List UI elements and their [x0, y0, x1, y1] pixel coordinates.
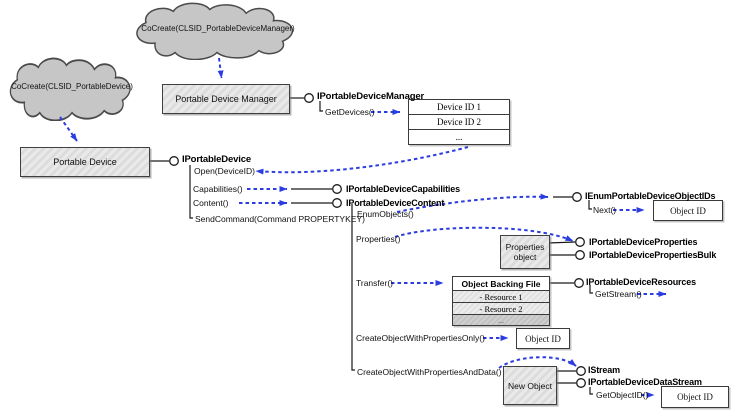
bracket-content-methods: [351, 204, 355, 371]
method-next: Next(): [593, 205, 617, 215]
device-id-row: Device ID 1: [409, 100, 509, 115]
arrow-cloud-to-manager: [217, 57, 224, 79]
device-id-list: Device ID 1 Device ID 2 ...: [408, 99, 510, 145]
method-sendcommand: SendCommand(Command PROPERTYKEY): [195, 214, 365, 224]
interface-iportabledevicedatastream: IPortableDeviceDataStream: [588, 377, 702, 387]
interface-istream: IStream: [588, 365, 620, 375]
lollipop-properties: [575, 237, 585, 247]
interface-iportabledevicepropertiesbulk: IPortableDevicePropertiesBulk: [589, 250, 717, 260]
bracket-datastream-methods: [589, 387, 593, 395]
method-enumobjects: EnumObjects(): [357, 209, 414, 219]
new-object-box: New Object: [503, 366, 557, 405]
lollipop-capabilities: [332, 184, 342, 194]
method-open: Open(DeviceID): [194, 166, 255, 176]
portable-device-label: Portable Device: [53, 157, 117, 167]
lollipop-resources: [574, 278, 584, 288]
lollipop-line-props1: [547, 241, 576, 244]
lollipop-datastream: [576, 378, 586, 388]
portable-device-box: Portable Device: [20, 147, 150, 177]
method-capabilities: Capabilities(): [193, 184, 243, 194]
lollipop-properties-bulk: [575, 250, 585, 260]
cocreate-manager-label: CoCreate(CLSID_PortableDeviceManager): [141, 24, 295, 33]
cloud-shape: [136, 2, 294, 60]
method-properties: Properties(): [356, 234, 401, 244]
resource-row: - Resource 1: [453, 291, 549, 303]
interface-iportabledevicemanager: IPortableDeviceManager: [317, 91, 425, 102]
lollipop-device: [169, 156, 179, 166]
object-backing-file-title: Object Backing File: [453, 277, 549, 291]
method-content: Content(): [193, 198, 229, 208]
object-id-box-next: Object ID: [653, 200, 723, 221]
new-object-label: New Object: [508, 380, 552, 391]
method-create-data: CreateObjectWithPropertiesAndData(): [357, 367, 502, 377]
method-getstream: GetStream(): [595, 289, 642, 299]
interface-iportabledevicecapabilities: IPortableDeviceCapabilities: [346, 184, 460, 194]
cocreate-manager-cloud: [136, 2, 294, 60]
lollipop-istream: [576, 366, 586, 376]
interface-iportabledevicecontent: IPortableDeviceContent: [346, 198, 445, 208]
device-id-row: Device ID 2: [409, 115, 509, 130]
resource-row: - Resource 2: [453, 303, 549, 315]
interface-iportabledeviceresources: IPortableDeviceResources: [586, 277, 696, 287]
arrow-deviceid-to-open: [255, 146, 469, 175]
portable-device-manager-label: Portable Device Manager: [175, 94, 277, 104]
cocreate-device-label: CoCreate(CLSID_PortableDevice): [11, 82, 133, 91]
interface-iportabledevice: IPortableDevice: [182, 154, 252, 165]
method-getdevices: GetDevices(): [325, 107, 375, 117]
method-create-only: CreateObjectWithPropertiesOnly(): [356, 333, 485, 343]
bracket-manager-methods: [319, 101, 323, 112]
resource-row-more: ...: [453, 315, 549, 325]
method-getobjectid: GetObjectID(): [596, 390, 649, 400]
object-id-box-create-only: Object ID: [516, 328, 570, 349]
interface-iportabledeviceproperties: IPortableDeviceProperties: [589, 237, 698, 247]
object-backing-file-box: Object Backing File - Resource 1 - Resou…: [452, 276, 550, 326]
device-id-row: ...: [455, 132, 463, 142]
lollipop-enum: [572, 192, 582, 202]
object-id-box-getobjectid: Object ID: [661, 386, 729, 408]
bracket-enum-methods: [588, 200, 592, 210]
method-transfer: Transfer(): [356, 278, 393, 288]
lollipop-content: [332, 198, 342, 208]
lollipop-manager: [304, 93, 314, 103]
interface-ienumportabledeviceobjectids: IEnumPortableDeviceObjectIDs: [585, 191, 716, 201]
portable-device-manager-box: Portable Device Manager: [162, 84, 290, 114]
